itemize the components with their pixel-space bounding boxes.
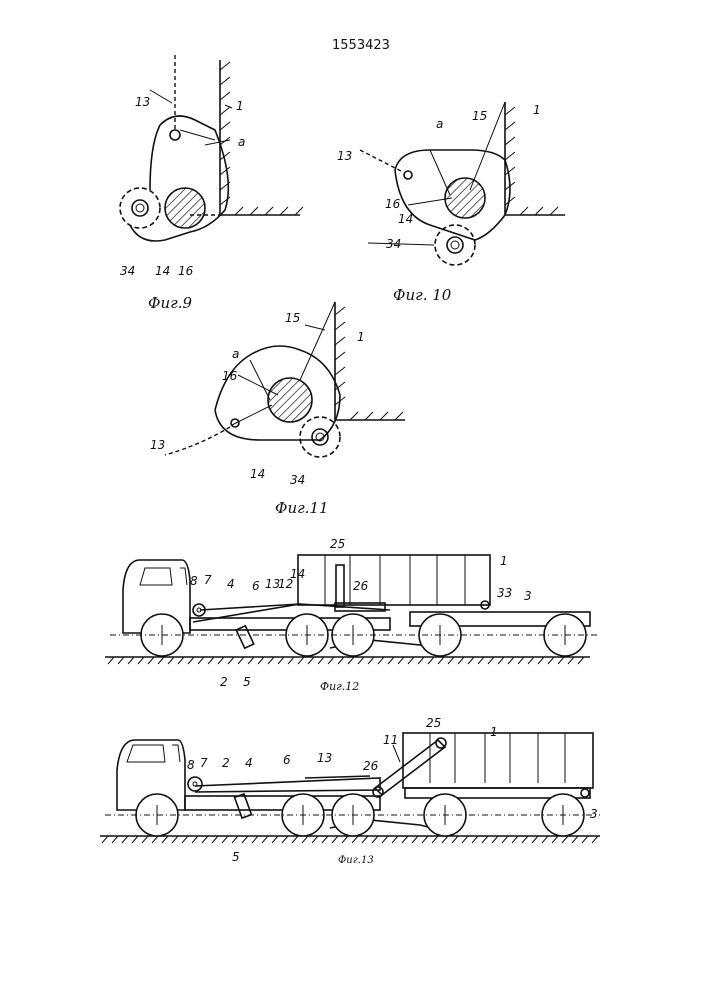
label: 14 bbox=[290, 567, 305, 581]
figure-10: a 15 1 13 16 14 34 Фиг. 10 bbox=[337, 102, 565, 304]
roller-34 bbox=[120, 188, 160, 228]
label: 15 bbox=[472, 109, 487, 123]
label: 34 bbox=[386, 237, 401, 251]
label: 7 bbox=[204, 573, 212, 587]
label: 25 bbox=[426, 716, 441, 730]
cylinder-5 bbox=[236, 626, 254, 648]
label: 34 bbox=[290, 473, 305, 487]
label: 4 bbox=[245, 756, 253, 770]
label: 3 bbox=[524, 589, 532, 603]
wall-1 bbox=[220, 60, 300, 215]
label: 5 bbox=[243, 675, 251, 689]
label: 13 bbox=[150, 438, 165, 452]
figure-caption: Фиг.9 bbox=[148, 294, 192, 312]
roller-34 bbox=[435, 225, 475, 265]
cylinder-5 bbox=[235, 794, 252, 818]
arm-11 bbox=[375, 740, 445, 795]
label: 14 bbox=[398, 212, 413, 226]
wall-1 bbox=[335, 302, 405, 420]
label: 2 bbox=[220, 675, 228, 689]
label: 1 bbox=[236, 99, 244, 113]
figure-12: 25 1 8 7 4 6 13 12 14 26 33 3 2 5 Фиг.12 bbox=[105, 537, 600, 693]
label: 16 bbox=[385, 197, 401, 211]
figure-9: 13 1 a 34 14 16 Фиг.9 bbox=[120, 55, 303, 312]
pin-16 bbox=[165, 188, 205, 228]
label: 33 bbox=[497, 586, 512, 600]
patent-number: 1553423 bbox=[332, 38, 390, 53]
label: 16 bbox=[178, 264, 194, 278]
label: 26 bbox=[363, 759, 379, 773]
label: 1 bbox=[357, 330, 365, 344]
label: 34 bbox=[120, 264, 135, 278]
label: 2 bbox=[222, 756, 230, 770]
pin-16 bbox=[268, 378, 312, 422]
label: 5 bbox=[232, 850, 240, 864]
label: 15 bbox=[285, 311, 300, 325]
figure-13: 25 1 11 26 8 7 2 4 6 13 3 5 Фиг.13 bbox=[100, 716, 600, 866]
label: 26 bbox=[353, 579, 369, 593]
label: a bbox=[436, 117, 443, 131]
label: 1 bbox=[500, 554, 508, 568]
label: 4 bbox=[227, 577, 235, 591]
frame-4 bbox=[195, 778, 380, 792]
label: 14 bbox=[155, 264, 170, 278]
label: 13 bbox=[135, 95, 150, 109]
label: 6 bbox=[252, 579, 260, 593]
label: 3 bbox=[590, 807, 598, 821]
label: 8 bbox=[187, 758, 195, 772]
label: 13 bbox=[317, 751, 332, 765]
label: 25 bbox=[330, 537, 345, 551]
label: 1 bbox=[490, 725, 498, 739]
figure-caption: Фиг.11 bbox=[275, 499, 329, 517]
container-1 bbox=[298, 555, 490, 605]
label: 13 bbox=[337, 149, 352, 163]
figure-caption: Фиг.12 bbox=[320, 680, 359, 693]
label: 1 bbox=[533, 103, 541, 117]
figure-caption: Фиг.13 bbox=[338, 855, 374, 866]
label: 6 bbox=[283, 753, 291, 767]
label: a bbox=[232, 347, 239, 361]
label: 14 bbox=[250, 467, 265, 481]
label: 16 bbox=[222, 369, 238, 383]
label: 8 bbox=[190, 574, 198, 588]
label: a bbox=[238, 135, 245, 149]
label: 11 bbox=[383, 733, 398, 747]
label: 7 bbox=[200, 756, 208, 770]
figure-11: 15 1 a 16 13 14 34 Фиг.11 bbox=[150, 302, 405, 517]
figure-caption: Фиг. 10 bbox=[393, 286, 452, 304]
